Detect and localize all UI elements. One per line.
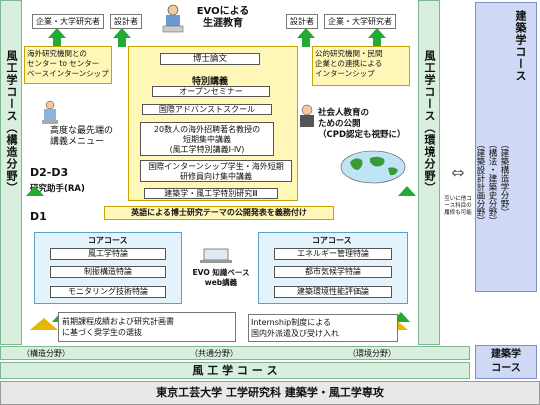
core-right-item-env-eval: 建築環境性能評価論 bbox=[274, 286, 392, 298]
doctoral-thesis: 博士論文 bbox=[160, 53, 260, 65]
core-left-item-vibration: 制振構造特論 bbox=[50, 266, 166, 278]
research-assistant: 研究助手(RA) bbox=[30, 184, 85, 194]
tag-researcher-left: 企業・大学研究者 bbox=[32, 14, 104, 29]
mutual-note: 互いに他コース科目の履修も可能 bbox=[444, 196, 472, 216]
english-presentation-bar: 英語による博士研究テーマの公開発表を義務付け bbox=[104, 206, 334, 220]
advanced-menu-label: 高度な最先端の 講義メニュー bbox=[50, 126, 114, 147]
left-course-band bbox=[0, 0, 22, 345]
core-left-item-wind: 風工学特論 bbox=[50, 248, 166, 260]
special-item-intl-school: 国際アドバンストスクール bbox=[142, 104, 272, 115]
field-common: （共通分野） bbox=[190, 349, 238, 358]
student-icon bbox=[40, 100, 60, 126]
person-laptop-icon bbox=[160, 4, 186, 36]
special-lectures-title: 特別講義 bbox=[191, 77, 228, 87]
special-item-intl-intern: 国際インターンシップ学生・海外短期 研修員向け集中講義 bbox=[140, 160, 292, 182]
core-right-item-energy: エネルギー管理特論 bbox=[274, 248, 392, 260]
university-footer: 東京工芸大学 工学研究科 建築学・風工学専攻 bbox=[0, 381, 540, 405]
core-right-title: コアコース bbox=[312, 236, 352, 245]
right-course-band bbox=[418, 0, 440, 345]
arrow-up-left1 bbox=[48, 28, 66, 47]
wind-course-bar: 風 工 学 コ ー ス bbox=[0, 362, 470, 379]
core-left-title: コアコース bbox=[88, 236, 128, 245]
core-left-item-monitoring: モニタリング技術特論 bbox=[50, 286, 166, 298]
left-course-label: 風工学コース（構造分野） bbox=[5, 50, 18, 194]
field-structure: （構造分野） bbox=[22, 349, 70, 358]
social-education-label: 社会人教育の ための公開 （CPD認定も視野に） bbox=[318, 108, 406, 140]
scholarship-selection: 前期課程成績および研究計画書 に基づく奨学生の選抜 bbox=[58, 312, 236, 342]
arrow-up-right1 bbox=[297, 28, 315, 47]
special-item-invited-profs: 20数人の海外招聘著名教授の 短期集中講義 (風工学特別講義Ⅰ-Ⅳ) bbox=[140, 122, 274, 156]
arrow-up-right2 bbox=[368, 28, 386, 47]
laptop-icon bbox=[196, 248, 236, 264]
green-arrow-bottom-right bbox=[392, 312, 410, 322]
stage-d1: D1 bbox=[30, 210, 47, 223]
double-arrow-icon: ⇔ bbox=[451, 163, 465, 182]
arch-course-title: 建築学コース bbox=[514, 10, 527, 82]
arrow-up-mid-right bbox=[398, 186, 416, 196]
tag-researcher-right: 企業・大学研究者 bbox=[324, 14, 396, 29]
top-left-tags: 企業・大学研究者 設計者 bbox=[32, 14, 142, 29]
special-item-open-seminar: オープンセミナー bbox=[152, 86, 270, 97]
tag-designer-right: 設計者 bbox=[286, 14, 318, 29]
evo-lifelong-title: EVOによる 生涯教育 bbox=[196, 6, 250, 29]
arch-course-bottom: 建築学 コース bbox=[475, 345, 537, 379]
audience-icon bbox=[296, 104, 318, 128]
arrow-up-mid-left bbox=[26, 186, 44, 196]
internship-exchange: Internship制度による 国内外派遣及び受け入れ bbox=[248, 314, 398, 342]
world-map-icon bbox=[340, 150, 406, 184]
note-right-public: 公的研究機関・民間 企業との連携による インターンシップ bbox=[312, 46, 410, 86]
top-right-tags: 設計者 企業・大学研究者 bbox=[286, 14, 396, 29]
gold-arrow-left bbox=[30, 318, 58, 330]
field-labels-bar bbox=[0, 346, 470, 360]
right-course-label: 風工学コース（環境分野） bbox=[423, 50, 436, 194]
arch-course-sub3: （建築設計計画分野） bbox=[475, 140, 485, 225]
evo-web-lecture: EVO 知識ベース web講義 bbox=[192, 268, 250, 287]
field-environment: （環境分野） bbox=[348, 349, 396, 358]
note-left-overseas: 海外研究機関との センター to センター ベースインターンシップ bbox=[24, 46, 112, 84]
arch-course-panel bbox=[475, 2, 537, 292]
core-right-item-climate: 都市気候学特論 bbox=[274, 266, 392, 278]
stage-d2-d3: D2-D3 bbox=[30, 166, 69, 179]
tag-designer-left: 設計者 bbox=[110, 14, 142, 29]
arch-course-sub2: （構法・建築史分野） bbox=[487, 140, 497, 225]
arrow-up-left2 bbox=[113, 28, 131, 47]
special-item-research3: 建築学・風工学特別研究Ⅲ bbox=[144, 188, 278, 199]
arch-course-sub1: （建築構造学分野） bbox=[499, 140, 509, 217]
